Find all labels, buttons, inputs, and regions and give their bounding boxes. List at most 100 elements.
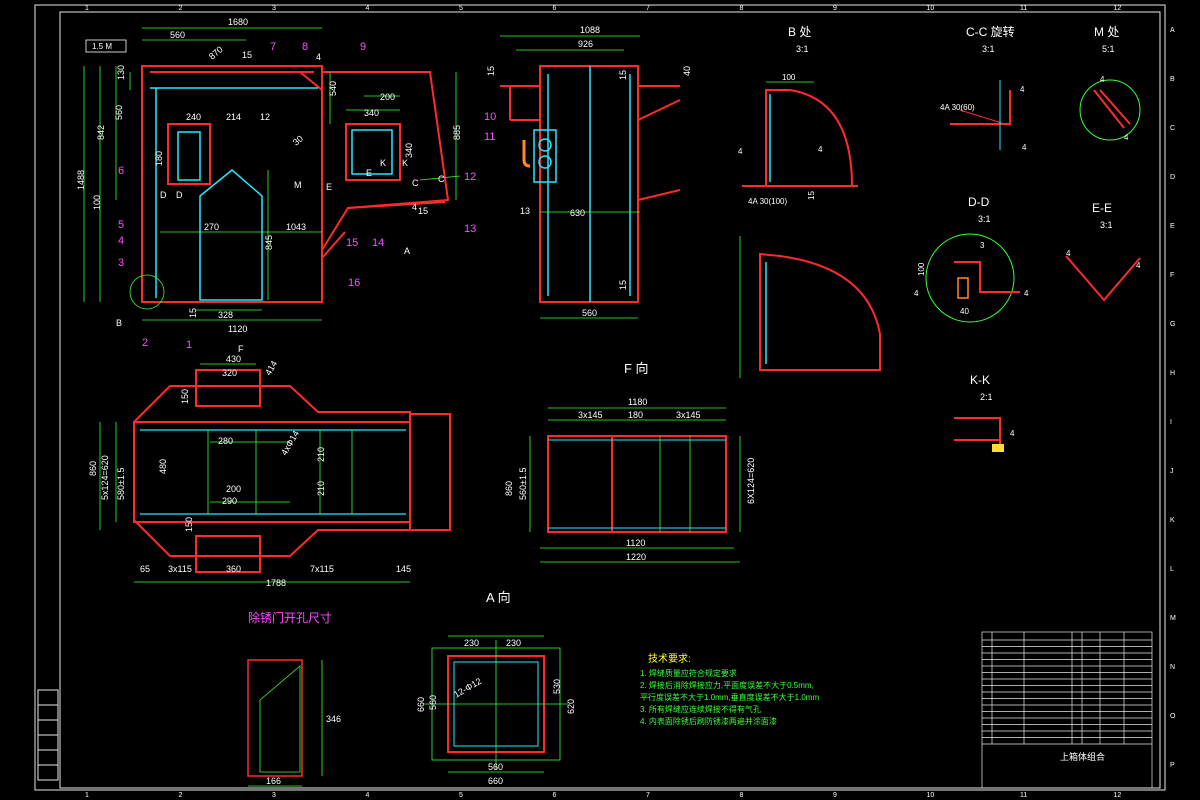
b-detail-scale: 3:1 <box>796 44 809 54</box>
a-view-dimension-label: 560 <box>488 762 503 772</box>
part-callout-10: 10 <box>484 111 496 123</box>
plan-dimension-label: 360 <box>226 564 241 574</box>
side-dimension-label: 13 <box>520 206 530 216</box>
m-detail-scale: 5:1 <box>1102 44 1115 54</box>
front-dimension-label: 1043 <box>286 222 306 232</box>
front-dimension-label: 200 <box>380 92 395 102</box>
m_detail-dimension-label: 4 <box>1124 133 1129 142</box>
front-dimension-label: 15 <box>188 308 198 318</box>
front-dimension-label: 1680 <box>228 17 248 27</box>
section-marker: B <box>116 318 122 328</box>
side-dimension-label: 630 <box>570 208 585 218</box>
door-opening-title: 除锈门开孔尺寸 <box>248 610 332 625</box>
b_detail-dimension-label: 15 <box>807 191 816 200</box>
f-view-dimension-label: 1220 <box>626 552 646 562</box>
part-callout-1: 1 <box>186 339 192 351</box>
front-dimension-label: 130 <box>116 65 126 80</box>
grid-row-label: B <box>1170 76 1175 83</box>
grid-col-bottom: 11 <box>1020 792 1027 799</box>
f-view-title: F 向 <box>624 361 649 376</box>
b_detail-dimension-label: 4 <box>738 147 743 156</box>
plan-dimension-label: 210 <box>316 481 326 496</box>
door-dim-width: 166 <box>266 776 281 786</box>
grid-col-bottom: 3 <box>272 792 276 799</box>
front-dimension-label: 560 <box>114 105 124 120</box>
front-dimension-label: 12 <box>260 112 270 122</box>
bend-detail-view <box>739 236 881 378</box>
front-dimension-label: 240 <box>186 112 201 122</box>
part-callout-7: 7 <box>270 41 276 53</box>
f-view-dimension-label: 560±1.5 <box>518 468 528 500</box>
drawing-title: 上箱体组合 <box>1060 751 1105 762</box>
grid-col-bottom: 10 <box>927 792 935 799</box>
grid-col-top: 8 <box>740 5 744 12</box>
kk_section-dimension-label: 4 <box>1010 429 1015 438</box>
section-marker: C <box>438 174 445 184</box>
a-view-dimension-label: 660 <box>488 776 503 786</box>
part-callout-15: 15 <box>346 237 358 249</box>
grid-col-bottom: 12 <box>1114 792 1122 799</box>
kk-section-view: K-K 2:1 4 <box>954 373 1015 452</box>
technical-note-item: 2. 焊接后消除焊接应力,平面度误差不大于0.5mm, <box>640 680 814 690</box>
grid-row-label: D <box>1170 174 1175 181</box>
section-marker: E <box>326 182 332 192</box>
front-dimension-label: 100 <box>92 195 102 210</box>
grid-row-label: A <box>1170 27 1175 34</box>
plan-dimension-label: 580±1.5 <box>116 468 126 500</box>
door-opening-view: 除锈门开孔尺寸 346 166 <box>247 610 341 787</box>
grid-row-label: M <box>1170 615 1176 622</box>
cc-section-view: C-C 旋转 3:1 4A 30(60)44 <box>940 24 1027 152</box>
part-callout-16: 16 <box>348 277 360 289</box>
front-dimension-label: 842 <box>96 125 106 140</box>
f-view-dimension-label: 6X124=620 <box>746 458 756 504</box>
ee-section-title: E-E <box>1092 201 1112 215</box>
technical-note-item: 1. 焊缝质量应符合规定要求 <box>640 668 737 678</box>
cc-section-title: C-C 旋转 <box>966 24 1015 39</box>
grid-row-label: I <box>1170 419 1172 426</box>
dd_section-dimension-label: 100 <box>917 262 926 276</box>
section-marker: K <box>380 158 386 168</box>
left-margin-boxes <box>37 689 59 781</box>
grid-row-label: G <box>1170 321 1175 328</box>
title-block: 上箱体组合 <box>981 631 1153 789</box>
f-view-dimension-label: 180 <box>628 410 643 420</box>
door-dim-height: 346 <box>326 714 341 724</box>
plan-dimension-label: 65 <box>140 564 150 574</box>
plan-dimension-label: 320 <box>222 368 237 378</box>
part-callout-14: 14 <box>372 237 384 249</box>
section-marker: D <box>160 190 167 200</box>
grid-col-bottom: 8 <box>740 792 744 799</box>
part-callout-3: 3 <box>118 257 124 269</box>
a-view-dimension-label: 230 <box>464 638 479 648</box>
side-dimension-label: 560 <box>582 308 597 318</box>
dd-section-scale: 3:1 <box>978 214 991 224</box>
part-callout-2: 2 <box>142 337 148 349</box>
grid-col-top: 5 <box>459 5 463 12</box>
kk-section-title: K-K <box>970 373 990 387</box>
b_detail-dimension-label: 4A 30(100) <box>748 197 787 206</box>
dd_section-dimension-label: 4 <box>914 289 919 298</box>
dd_section-dimension-label: 40 <box>960 307 969 316</box>
grid-col-top: 7 <box>646 5 650 12</box>
grid-row-label: P <box>1170 762 1175 769</box>
side-dimension-label: 15 <box>618 70 628 80</box>
plan-dimension-label: 150 <box>180 389 190 404</box>
surface-finish-mark: 1.5 M <box>85 39 127 53</box>
technical-note-item: 3. 所有焊缝应连续焊接不得有气孔 <box>640 704 761 714</box>
part-callout-8: 8 <box>302 41 308 53</box>
finish-mark-text: 1.5 M <box>92 42 112 51</box>
front-dimension-label: 4 <box>316 52 321 62</box>
dd_section-dimension-label: 3 <box>980 241 985 250</box>
grid-col-top: 1 <box>85 5 89 12</box>
f-view-dimension-label: 3x145 <box>578 410 603 420</box>
front-dimension-label: 340 <box>364 108 379 118</box>
cc_section-dimension-label: 4A 30(60) <box>940 103 975 112</box>
grid-col-top: 9 <box>833 5 837 12</box>
plan-dimension-label: 860 <box>88 461 98 476</box>
grid-col-bottom: 1 <box>85 792 89 799</box>
grid-col-top: 10 <box>927 5 935 12</box>
